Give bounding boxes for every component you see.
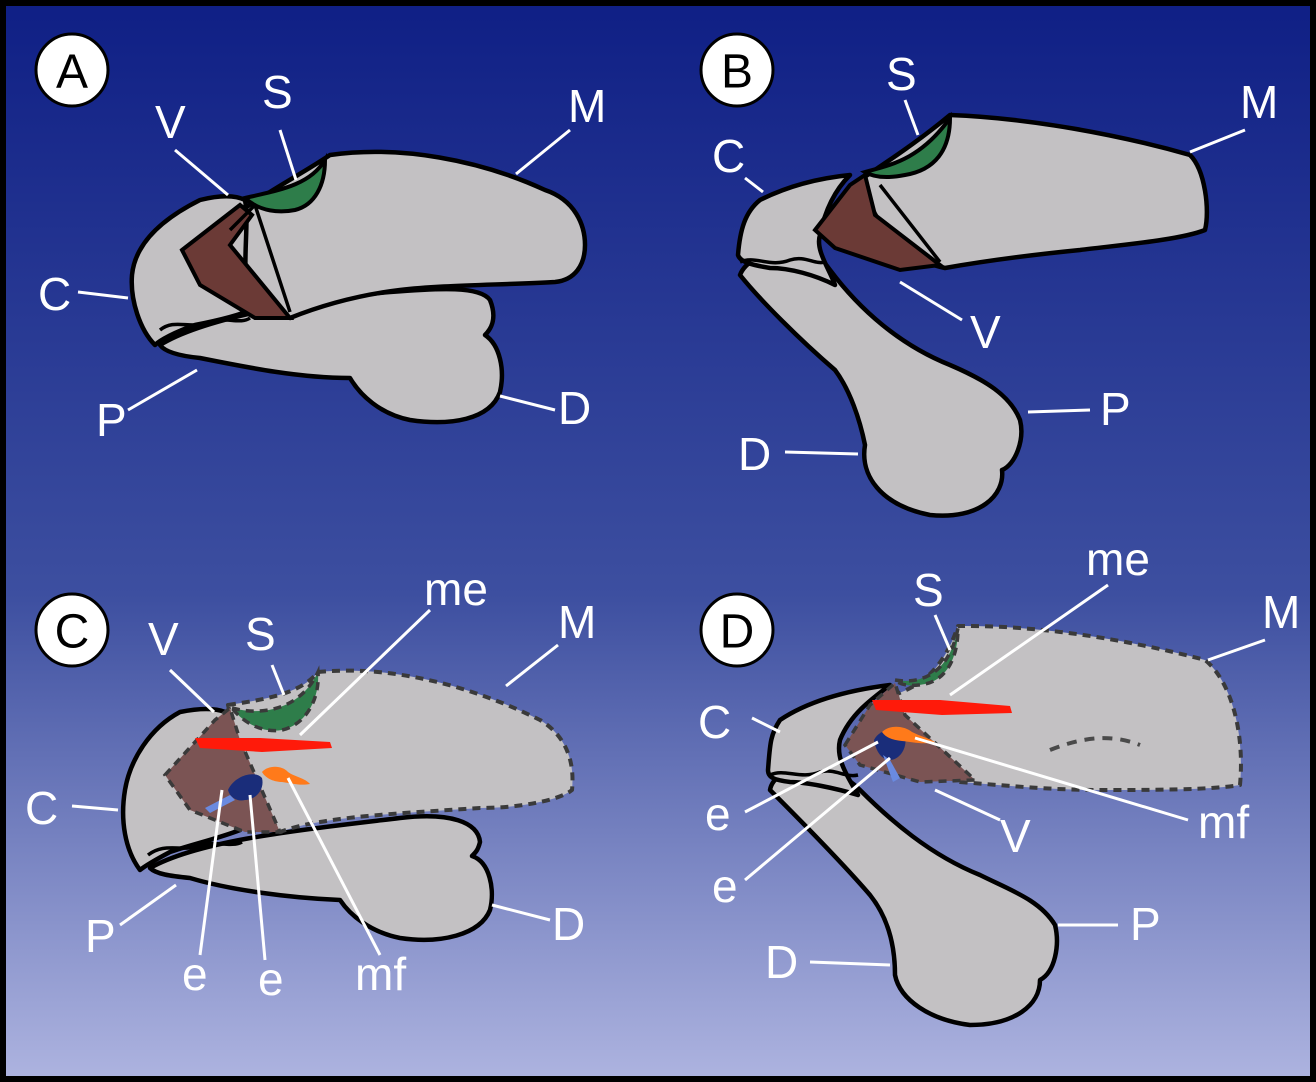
- label-v: V: [970, 306, 1001, 358]
- label-s: S: [886, 48, 917, 100]
- panel-badge-b-text: B: [721, 46, 753, 99]
- label-s: S: [262, 66, 293, 118]
- label-c: C: [38, 268, 71, 320]
- panel-badge-d-text: D: [720, 606, 755, 659]
- label-d: D: [552, 898, 585, 950]
- label-e: e: [182, 948, 208, 1000]
- label-v: V: [148, 613, 179, 665]
- panel-badge-c-text: C: [55, 606, 90, 659]
- label-d: D: [765, 936, 798, 988]
- label-me: me: [424, 563, 488, 615]
- label-m: M: [558, 596, 596, 648]
- label-s: S: [913, 564, 944, 616]
- label-d: D: [738, 428, 771, 480]
- label-p: P: [96, 394, 127, 446]
- label-p: P: [1100, 383, 1131, 435]
- label-p: P: [1130, 898, 1161, 950]
- label-e: e: [712, 860, 738, 912]
- panel-badge-a-text: A: [56, 46, 88, 99]
- label-c: C: [712, 130, 745, 182]
- leader-line: [1028, 410, 1090, 412]
- label-e: e: [705, 788, 731, 840]
- label-p: P: [85, 910, 116, 962]
- label-m: M: [568, 80, 606, 132]
- leader-line: [785, 452, 858, 454]
- label-mf: mf: [355, 948, 406, 1000]
- label-m: M: [1262, 586, 1300, 638]
- label-e: e: [258, 953, 284, 1005]
- label-v: V: [1000, 810, 1031, 862]
- label-mf: mf: [1198, 796, 1249, 848]
- label-d: D: [558, 382, 591, 434]
- label-c: C: [698, 696, 731, 748]
- label-v: V: [155, 96, 186, 148]
- label-s: S: [245, 608, 276, 660]
- label-me: me: [1086, 533, 1150, 585]
- label-c: C: [25, 782, 58, 834]
- label-m: M: [1240, 76, 1278, 128]
